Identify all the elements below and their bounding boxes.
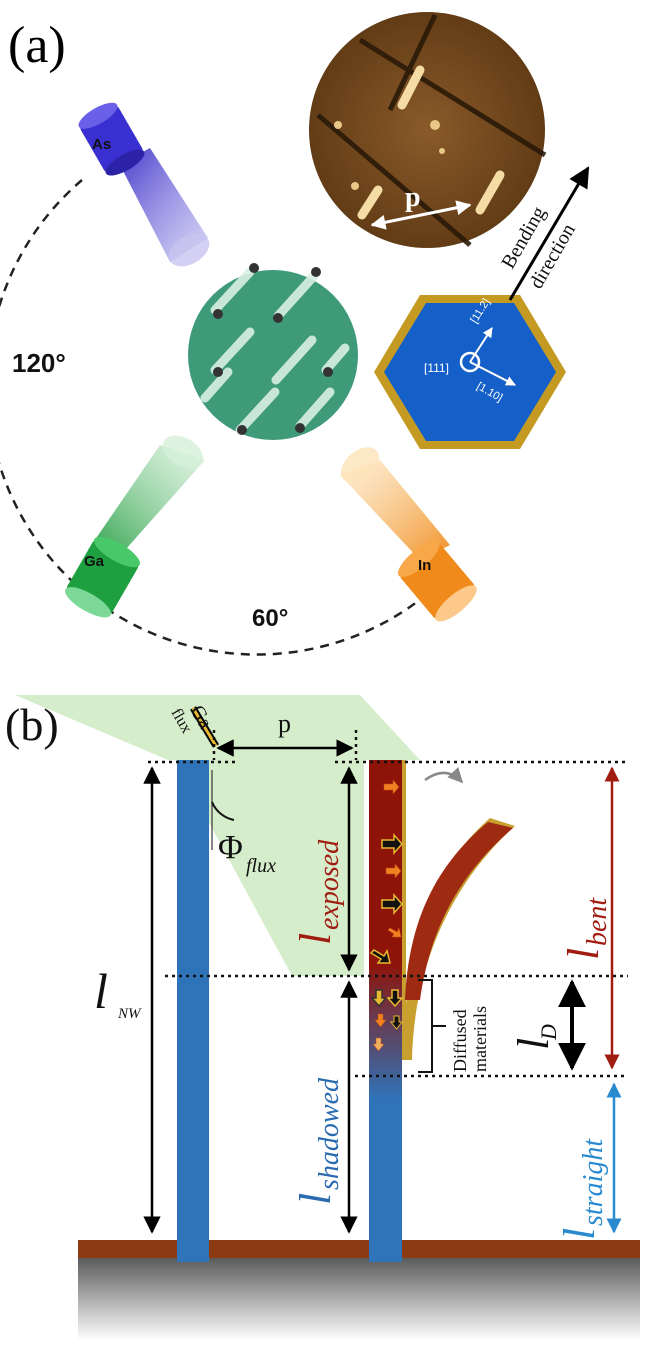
ga-cell [65, 536, 140, 618]
afm-pitch-arrow [370, 200, 472, 230]
bending-curve-arrow [424, 767, 464, 784]
diffused-label-2: materials [470, 1006, 490, 1072]
left-nanowire [177, 760, 209, 1262]
panel-b-label: (b) [5, 699, 59, 750]
afm-disk [309, 12, 545, 248]
phi-sub-label: flux [246, 855, 276, 877]
as-cell [78, 102, 145, 176]
l-bent-label: l [559, 948, 608, 960]
l-straight-label: l [555, 1228, 604, 1240]
as-cell-bottom [105, 149, 145, 176]
ga-beam-end [162, 435, 204, 469]
right-nanowire-exposed [369, 760, 402, 1100]
l-exposed-label: l [291, 933, 340, 945]
ga-beam [88, 445, 205, 558]
in-label: In [418, 557, 431, 574]
as-beam [120, 148, 208, 262]
crystal-center-label: [111] [424, 361, 449, 375]
angle-120-label: 120° [12, 348, 66, 378]
l-straight-sub: straight [578, 1138, 609, 1226]
in-beam [340, 460, 450, 560]
crystal-dir1-arrow [469, 327, 493, 363]
afm-particles [334, 120, 445, 190]
pitch-label: p [278, 709, 291, 738]
crystal-center-circle [459, 351, 481, 373]
l-bent-sub: bent [582, 897, 613, 946]
flux-region [15, 695, 420, 976]
as-label: As [92, 136, 111, 153]
ga-cell-bottom [65, 587, 111, 618]
in-cell-bottom [435, 585, 477, 622]
guide-lines [148, 730, 628, 1078]
phi-label: Φ [218, 829, 243, 866]
bending-direction-arrow [508, 166, 590, 301]
in-cell [397, 540, 477, 622]
ground-substrate [78, 1255, 640, 1340]
angle-60-label: 60° [252, 605, 288, 632]
l-shadowed-sub: shadowed [314, 1077, 345, 1190]
l-d-sub: D [536, 1024, 561, 1041]
ga-flux-arrow-core [191, 707, 218, 747]
substrate-disk [188, 263, 358, 440]
afm-image: p [309, 12, 547, 248]
nanowire-dots [213, 263, 333, 435]
source-circle-arc [0, 179, 433, 656]
crystal-hexagon: [111] [11.2] [1.10] [374, 295, 566, 449]
as-cell-top [78, 102, 118, 129]
ga-cell-top [94, 536, 140, 568]
nanowire-shadows [200, 267, 350, 435]
as-beam-end [168, 233, 210, 267]
in-cell-top [397, 540, 440, 578]
crystal-dir2-arrow [469, 361, 516, 386]
phi-angle-arc [211, 801, 235, 821]
panel-a-label: (a) [8, 17, 66, 74]
substrate-disk-body [188, 270, 358, 440]
l-nw-label: l [94, 963, 108, 1019]
bent-nanowire [405, 822, 513, 1000]
l-exposed-sub: exposed [314, 839, 345, 930]
in-beam-end [340, 447, 380, 483]
substrate-layer [78, 1240, 640, 1258]
panel-a: (a) As Ga In [0, 12, 590, 656]
in-cell-body [400, 543, 475, 619]
l-nw-sub: NW [117, 1006, 142, 1022]
afm-nanowires [357, 65, 505, 220]
l-shadowed-label: l [291, 1193, 340, 1205]
afm-pitch-label: p [405, 182, 421, 213]
diffusion-arrows [369, 779, 404, 1052]
l-d-label: l [509, 1038, 558, 1050]
diffused-label-1: Diffused [450, 1009, 470, 1072]
panel-b: (b) Ga flux p Φ [5, 695, 640, 1340]
ga-label: Ga [84, 553, 105, 570]
